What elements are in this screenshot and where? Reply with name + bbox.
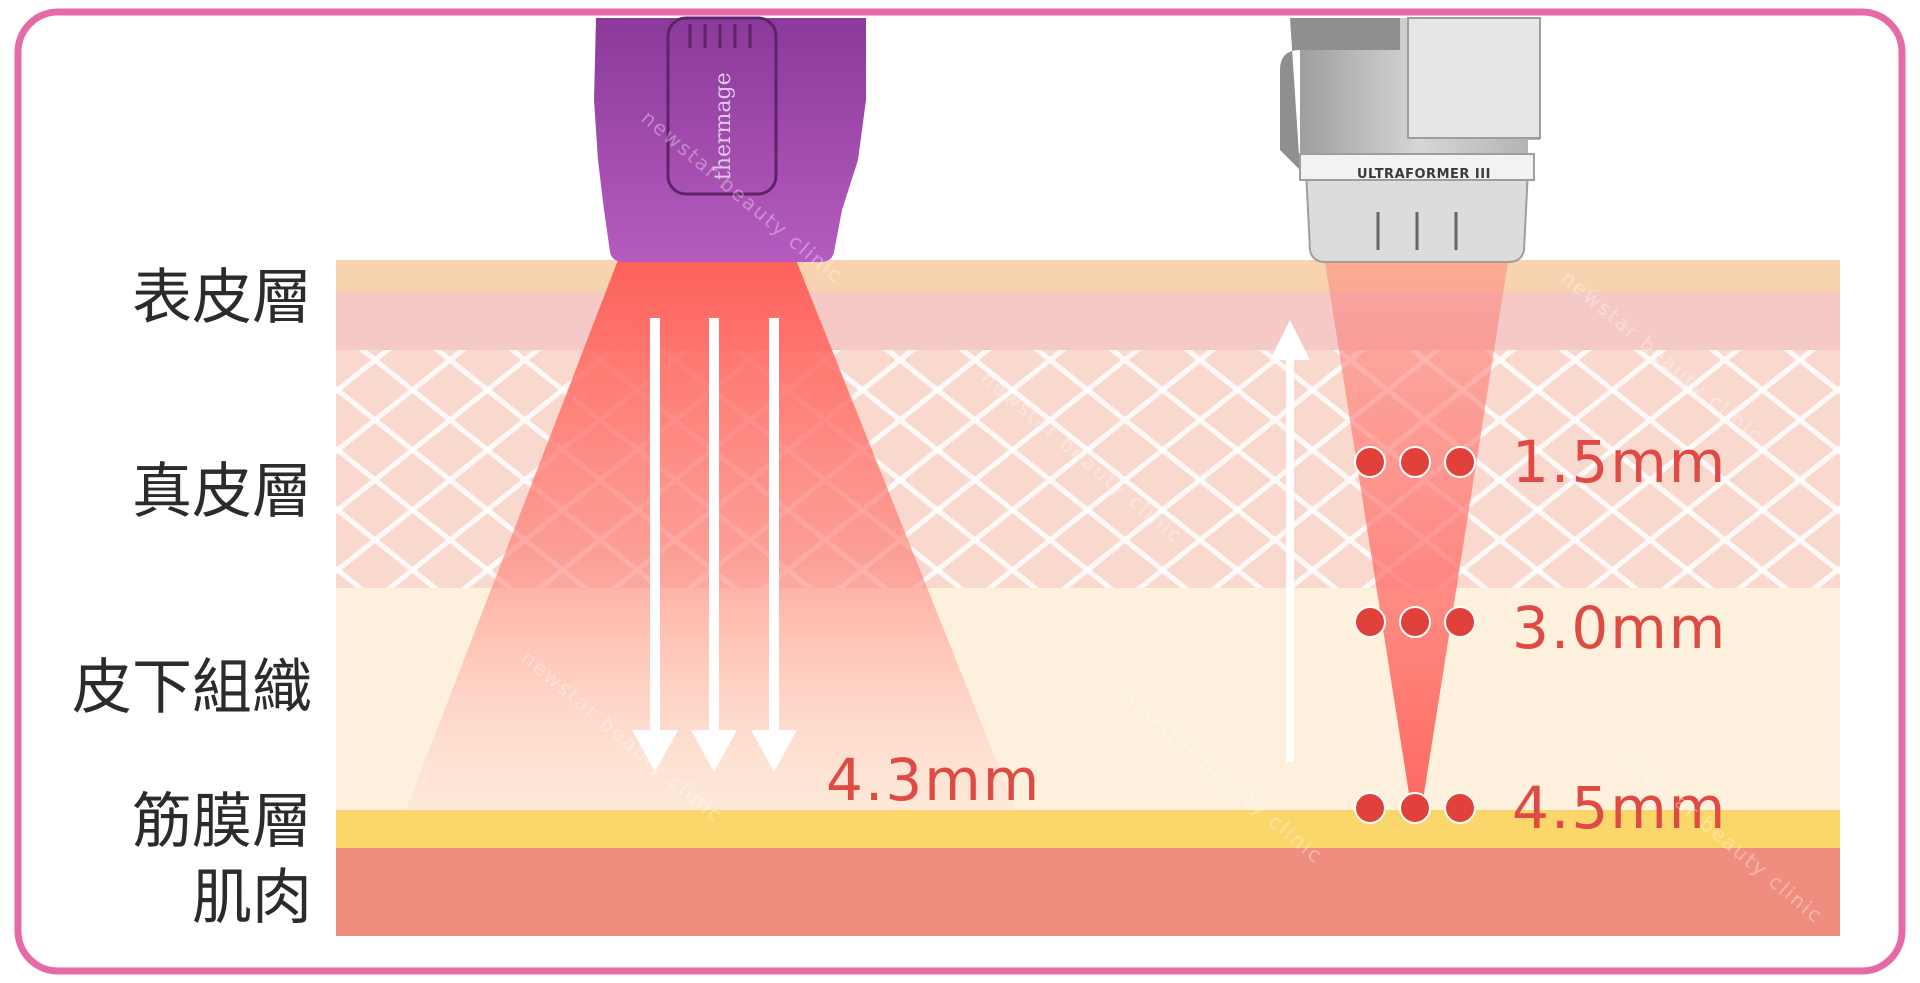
- depth-dot: [1399, 446, 1431, 478]
- depth-label-3.0mm: 3.0mm: [1512, 594, 1727, 662]
- depth-dot: [1399, 606, 1431, 638]
- upward-arrow: [1270, 320, 1310, 762]
- epidermis-top-layer: [336, 260, 1840, 292]
- purple-handpiece-icon: thermage: [594, 16, 866, 262]
- depth-dot: [1354, 446, 1386, 478]
- depth-dot: [1399, 792, 1431, 824]
- down-arrow-head-icon: [751, 730, 797, 772]
- up-arrow-head-icon: [1270, 320, 1310, 360]
- downward-arrows: [632, 318, 797, 772]
- down-arrow-head-icon: [632, 730, 678, 772]
- depth-dots-4.5mm: [1354, 792, 1476, 824]
- depth-dot: [1354, 606, 1386, 638]
- grey-handpiece-icon: ULTRAFORMER III: [1280, 17, 1541, 263]
- layer-label-fascia: 筋膜層: [132, 787, 312, 857]
- layer-label-subcutaneous: 皮下組織: [72, 653, 312, 723]
- depth-dots-1.5mm: [1354, 446, 1476, 478]
- depth-dots-3.0mm: [1354, 606, 1476, 638]
- thermage-logo: thermage: [711, 72, 736, 180]
- fascia-layer: [336, 810, 1840, 848]
- depth-dot: [1444, 792, 1476, 824]
- muscle-layer: [336, 848, 1840, 936]
- depth-dot: [1354, 792, 1386, 824]
- depth-label-1.5mm: 1.5mm: [1512, 428, 1727, 496]
- layer-label-epidermis: 表皮層: [132, 263, 312, 333]
- depth-label-4.3mm: 4.3mm: [826, 746, 1041, 814]
- depth-dot: [1444, 446, 1476, 478]
- layer-label-dermis: 真皮層: [132, 457, 312, 527]
- ultraformer-brand: ULTRAFORMER III: [1357, 167, 1491, 182]
- depth-dot: [1444, 606, 1476, 638]
- epidermis-layer: [336, 292, 1840, 350]
- hifu-energy-beam: [1325, 262, 1508, 800]
- depth-label-4.5mm: 4.5mm: [1512, 774, 1727, 842]
- layer-label-muscle: 肌肉: [192, 863, 312, 933]
- down-arrow-head-icon: [691, 730, 737, 772]
